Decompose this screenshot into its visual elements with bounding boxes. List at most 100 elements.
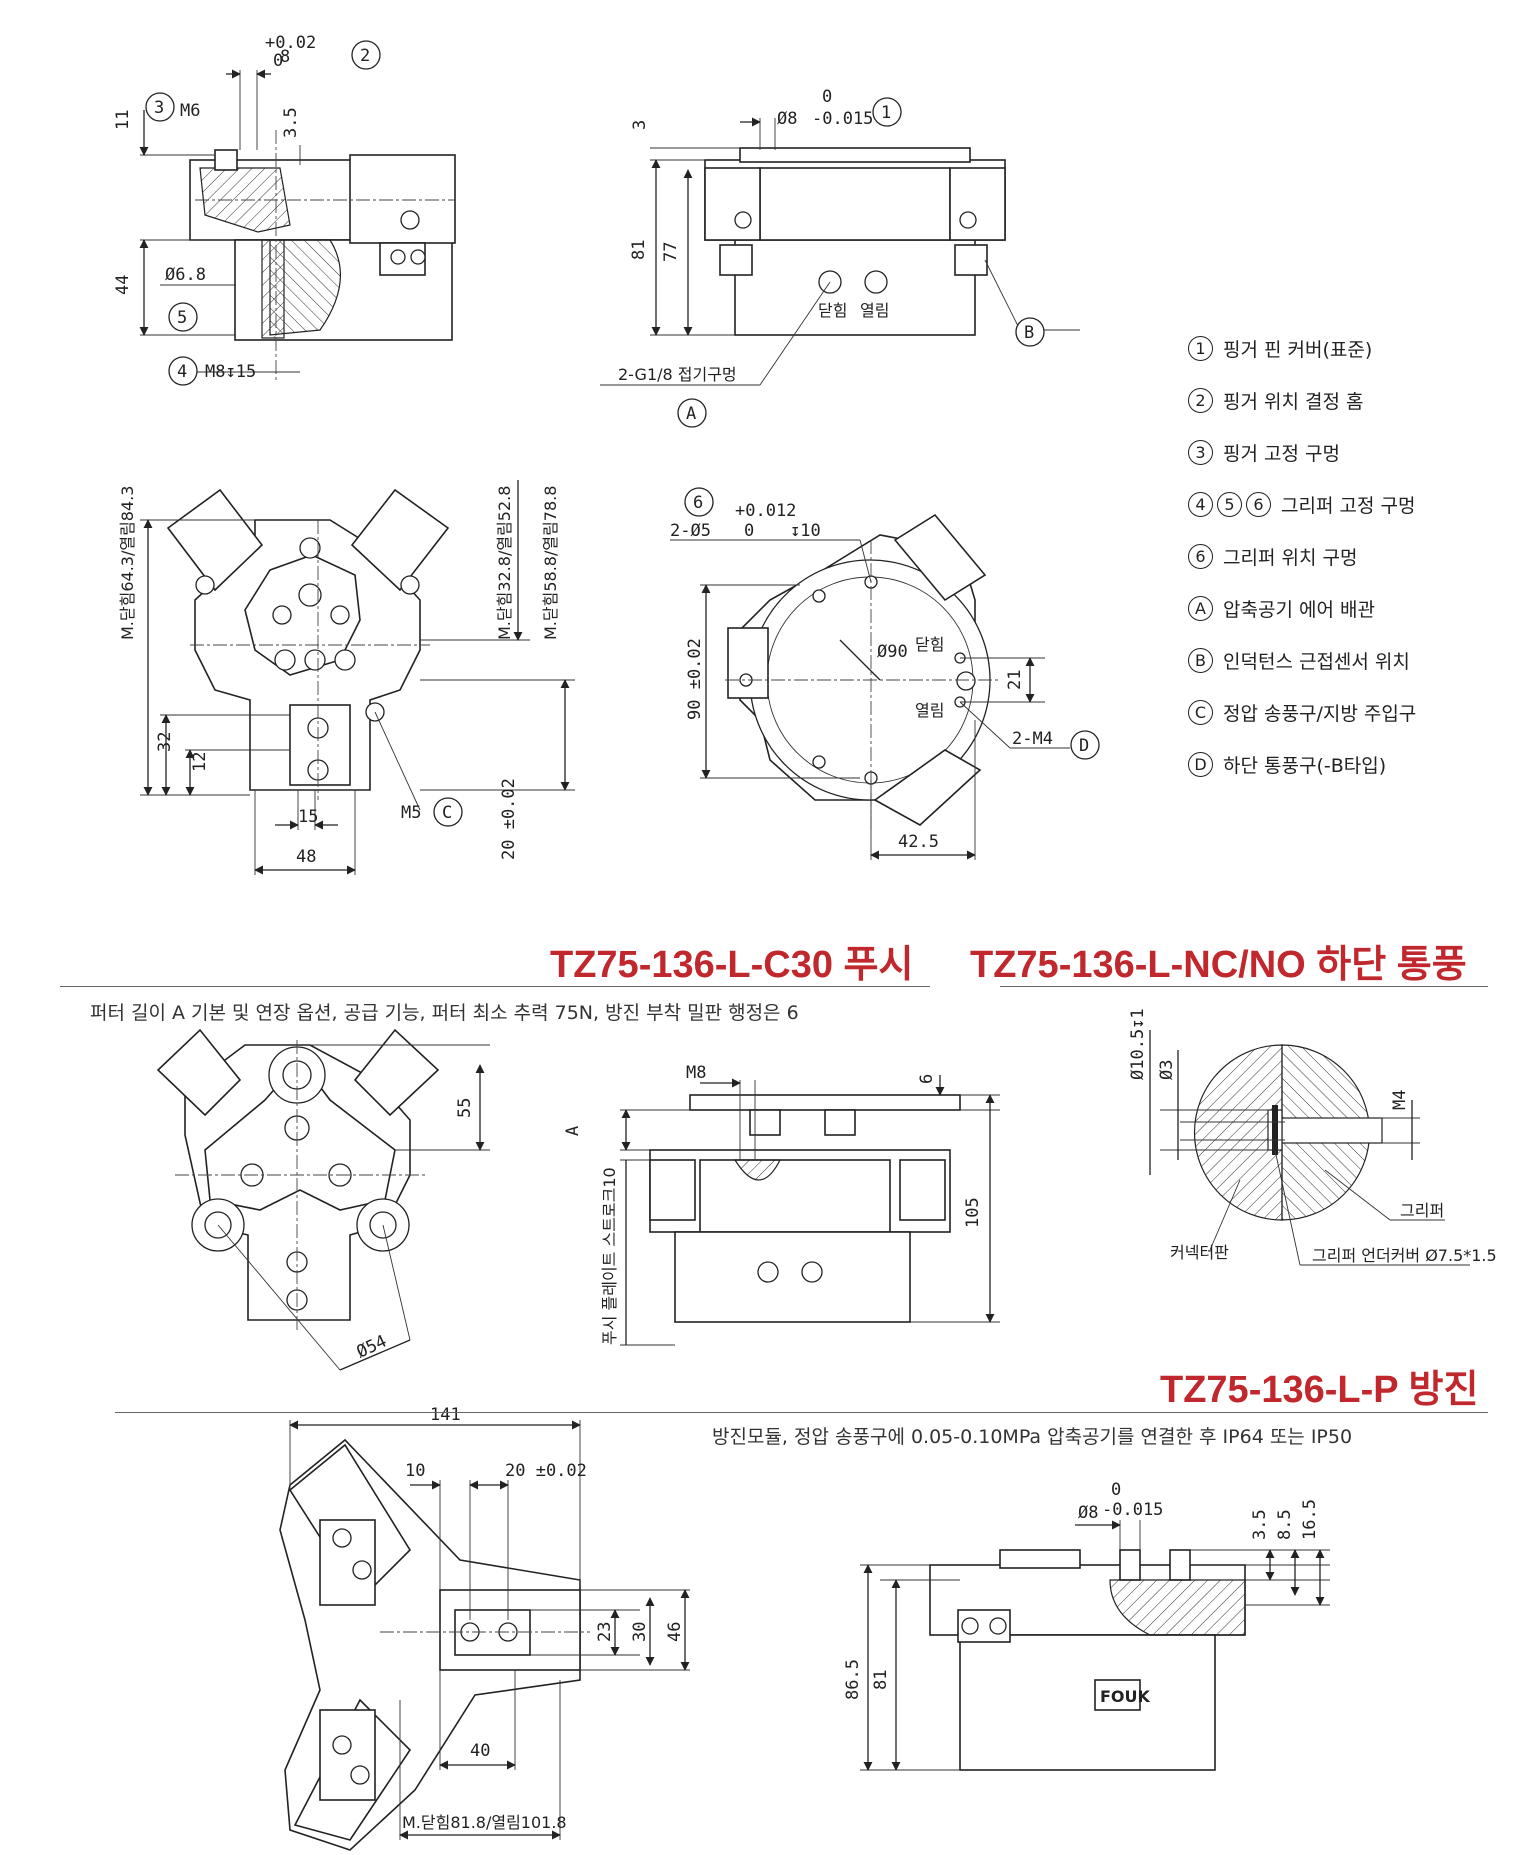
svg-text:Ø8: Ø8 [1078, 1503, 1098, 1523]
svg-text:M8: M8 [686, 1063, 706, 1083]
svg-text:B: B [1024, 323, 1034, 343]
svg-text:23: 23 [595, 1622, 615, 1642]
svg-text:D: D [1079, 736, 1089, 756]
legend-text: 정압 송풍구/지방 주입구 [1223, 702, 1417, 725]
legend-text: 인덕턴스 근접센서 위치 [1223, 650, 1410, 673]
svg-text:10: 10 [405, 1461, 425, 1481]
svg-text:16.5: 16.5 [1300, 1499, 1320, 1540]
svg-text:0: 0 [822, 87, 832, 107]
section-title-p: TZ75-136-L-P 방진 [1160, 1369, 1479, 1411]
svg-text:M5: M5 [401, 803, 421, 823]
svg-text:2: 2 [360, 46, 370, 66]
svg-text:20 ±0.02: 20 ±0.02 [499, 778, 519, 860]
divider [1000, 986, 1488, 987]
svg-text:3.5: 3.5 [281, 107, 301, 138]
svg-text:11: 11 [113, 110, 133, 130]
svg-text:M.닫힘58.8/열림78.8: M.닫힘58.8/열림78.8 [541, 486, 560, 640]
svg-text:77: 77 [661, 242, 681, 262]
legend-item-3: 3 핑거 고정 구멍 [1188, 426, 1533, 478]
legend-marker: 1 [1188, 335, 1213, 361]
legend-text: 그리퍼 고정 구멍 [1281, 494, 1416, 517]
legend-marker: 4 [1188, 491, 1213, 517]
legend-text: 압축공기 에어 배관 [1223, 598, 1375, 621]
svg-text:-0.015: -0.015 [812, 109, 873, 129]
svg-text:그리퍼 언더커버 Ø7.5*1.5: 그리퍼 언더커버 Ø7.5*1.5 [1312, 1246, 1497, 1265]
legend-marker: B [1188, 647, 1213, 673]
svg-text:+0.012: +0.012 [735, 501, 796, 521]
svg-text:4: 4 [177, 362, 187, 382]
svg-text:Ø54: Ø54 [354, 1331, 390, 1362]
divider [115, 1412, 1488, 1413]
svg-text:Ø6.8: Ø6.8 [165, 265, 206, 285]
svg-text:Ø10.5↧1: Ø10.5↧1 [1128, 1008, 1148, 1080]
p-side-view: FOUK Ø8 0 -0.015 3.5 8.5 16.5 86.5 81 [843, 1480, 1330, 1771]
legend-item-5: 6 그리퍼 위치 구멍 [1188, 530, 1533, 582]
legend-item-8: C 정압 송풍구/지방 주입구 [1188, 686, 1533, 738]
svg-text:M8↧15: M8↧15 [205, 362, 256, 382]
svg-text:81: 81 [629, 240, 649, 260]
svg-text:푸시 플레이트 스트로크10: 푸시 플레이트 스트로크10 [600, 1167, 619, 1345]
svg-text:Ø3: Ø3 [1157, 1060, 1177, 1080]
svg-text:닫힘: 닫힘 [818, 301, 847, 320]
svg-text:0: 0 [744, 521, 754, 541]
legend-text: 그리퍼 위치 구멍 [1223, 546, 1358, 569]
legend-item-4: 4 5 6 그리퍼 고정 구멍 [1188, 478, 1533, 530]
side-view-left: +0.02 0 8 2 3 M6 11 3.5 44 Ø6.8 5 4 M8↧1… [113, 33, 456, 386]
svg-text:↧10: ↧10 [790, 521, 821, 541]
svg-text:86.5: 86.5 [843, 1659, 863, 1700]
section-desc-p: 방진모듈, 정압 송풍구에 0.05-0.10MPa 압축공기를 연결한 후 I… [712, 1426, 1353, 1448]
svg-text:8.5: 8.5 [1275, 1509, 1295, 1540]
legend-text: 핑거 핀 커버(표준) [1223, 338, 1373, 361]
legend-marker: 3 [1188, 439, 1213, 465]
svg-text:44: 44 [113, 275, 133, 295]
side-view-right: 3 Ø8 0 -0.015 1 81 77 닫힘 열림 2-G1/8 접기구멍 … [600, 87, 1080, 428]
svg-text:M.닫힘32.8/열림52.8: M.닫힘32.8/열림52.8 [495, 486, 514, 640]
svg-text:+0.02: +0.02 [265, 33, 316, 53]
svg-text:3: 3 [630, 120, 650, 130]
legend-item-9: D 하단 통풍구(-B타입) [1188, 738, 1533, 790]
svg-text:6: 6 [917, 1074, 937, 1084]
svg-text:30: 30 [630, 1622, 650, 1642]
svg-text:그리퍼: 그리퍼 [1400, 1201, 1444, 1220]
legend-item-6: A 압축공기 에어 배관 [1188, 582, 1533, 634]
svg-text:48: 48 [296, 847, 316, 867]
svg-text:열림: 열림 [915, 701, 944, 720]
svg-text:2-M4: 2-M4 [1012, 729, 1053, 749]
svg-text:81: 81 [871, 1670, 891, 1690]
svg-text:21: 21 [1005, 670, 1025, 690]
svg-text:Ø8: Ø8 [777, 109, 797, 129]
legend: 1 핑거 핀 커버(표준) 2 핑거 위치 결정 홈 3 핑거 고정 구멍 4 … [1188, 322, 1533, 790]
svg-text:M.닫힘81.8/열림101.8: M.닫힘81.8/열림101.8 [402, 1813, 567, 1832]
legend-item-1: 1 핑거 핀 커버(표준) [1188, 322, 1533, 374]
section-title-nc: TZ75-136-L-NC/NO 하단 통풍 [970, 944, 1467, 986]
svg-text:M4: M4 [1390, 1090, 1410, 1110]
legend-text: 하단 통풍구(-B타입) [1223, 754, 1387, 777]
legend-marker: 6 [1188, 543, 1213, 569]
svg-text:32: 32 [155, 732, 175, 752]
legend-marker: D [1188, 751, 1213, 777]
svg-text:90 ±0.02: 90 ±0.02 [685, 638, 705, 720]
svg-text:A: A [686, 404, 696, 424]
svg-text:46: 46 [665, 1622, 685, 1642]
svg-text:12: 12 [190, 752, 210, 772]
svg-text:1: 1 [881, 103, 891, 123]
section-title-c30: TZ75-136-L-C30 푸시 [550, 944, 914, 986]
legend-text: 핑거 고정 구멍 [1223, 442, 1340, 465]
svg-text:0: 0 [1111, 1480, 1121, 1500]
legend-item-7: B 인덕턴스 근접센서 위치 [1188, 634, 1533, 686]
legend-marker: C [1188, 699, 1213, 725]
bottom-view-gripper: 6 2-Ø5 +0.012 0 ↧10 90 ±0.02 Ø90 닫힘 열림 2… [670, 487, 1100, 860]
legend-marker: 5 [1217, 491, 1242, 517]
svg-text:열림: 열림 [860, 301, 889, 320]
legend-marker: 2 [1188, 387, 1213, 413]
svg-text:15: 15 [298, 807, 318, 827]
svg-text:M.닫힘64.3/열림84.3: M.닫힘64.3/열림84.3 [118, 486, 137, 640]
section-desc-c30: 퍼터 길이 A 기본 및 연장 옵션, 공급 기능, 퍼터 최소 추력 75N,… [90, 1002, 799, 1024]
svg-text:141: 141 [430, 1405, 461, 1425]
svg-text:5: 5 [177, 308, 187, 328]
svg-text:닫힘: 닫힘 [915, 635, 944, 654]
svg-text:42.5: 42.5 [898, 832, 939, 852]
svg-text:2-Ø5: 2-Ø5 [670, 521, 711, 541]
svg-text:105: 105 [963, 1197, 983, 1228]
